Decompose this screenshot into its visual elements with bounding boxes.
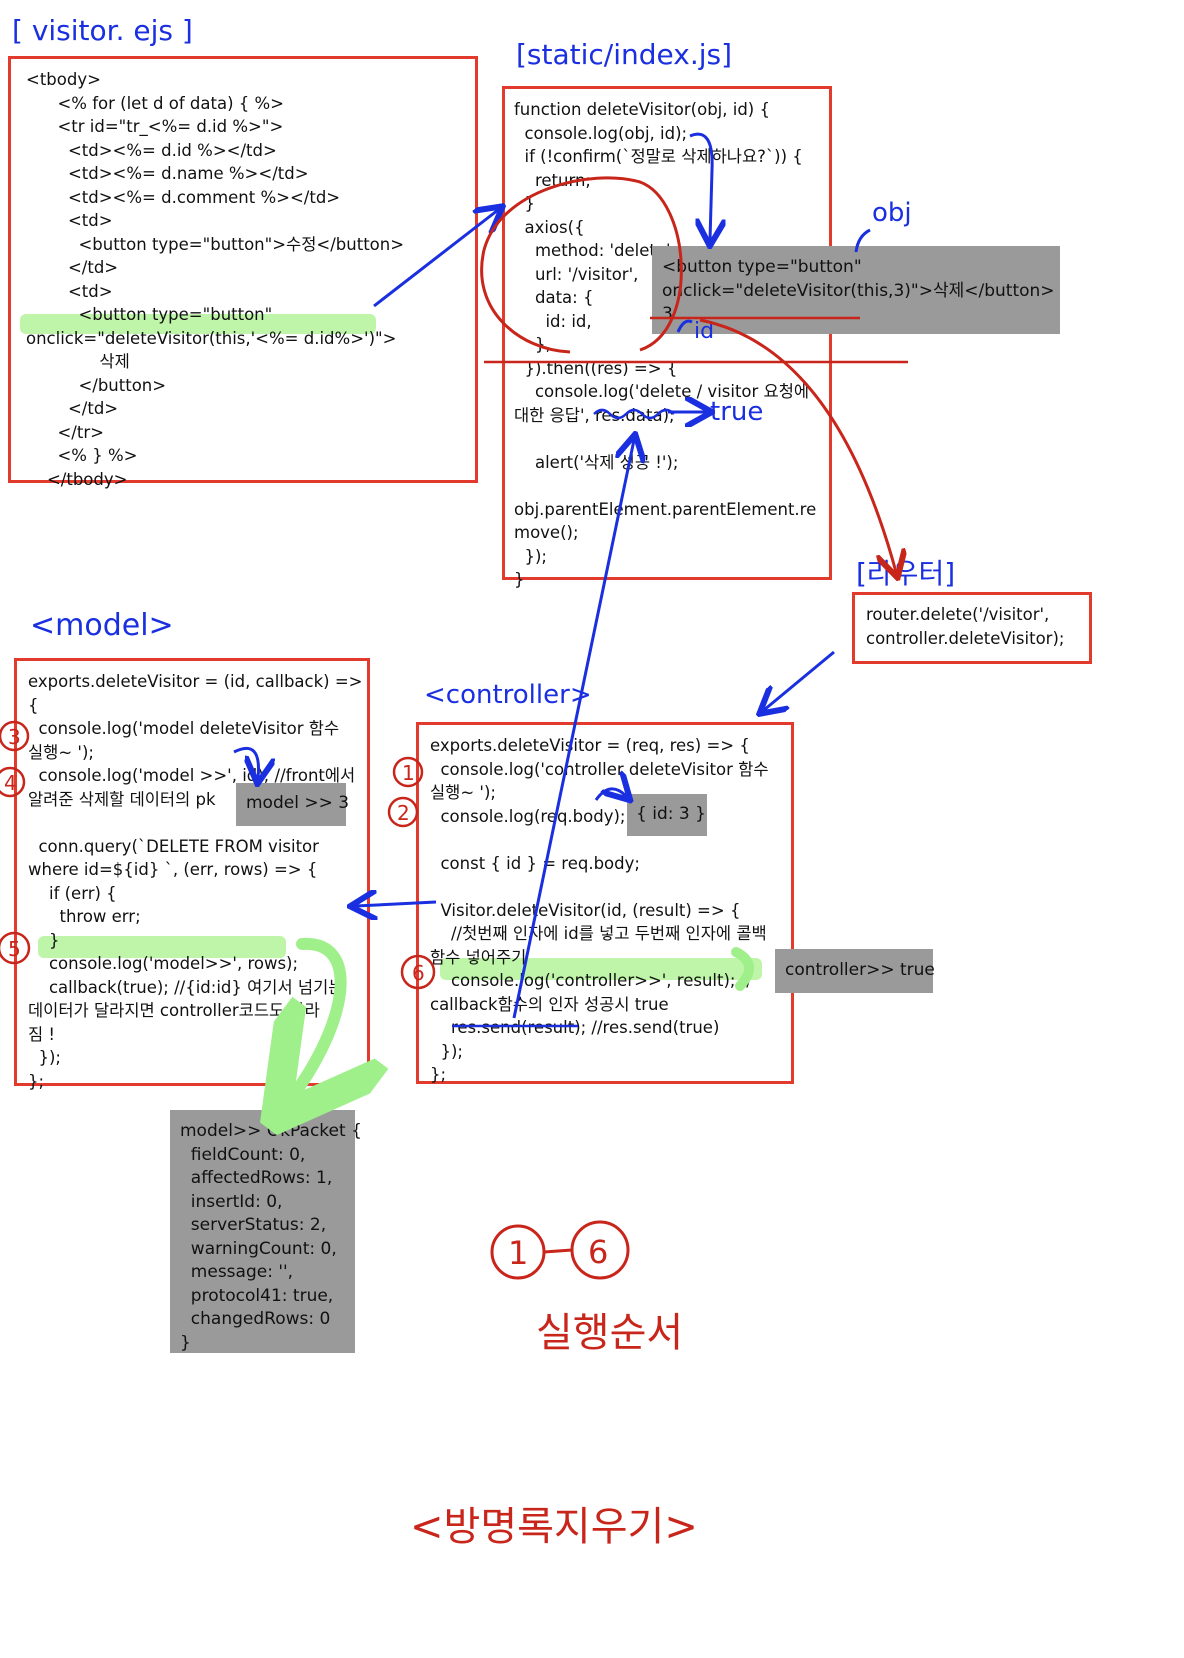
step-2-circle <box>387 796 419 828</box>
controller-result-popup: controller>> true <box>775 949 935 993</box>
controller-result-popup-text: controller>> true <box>785 960 935 980</box>
legend-caption: 실행순서 <box>536 1310 683 1356</box>
arrow-router-to-controller <box>764 650 835 710</box>
legend-dash <box>543 1248 573 1254</box>
model-log-highlight <box>38 936 286 958</box>
button-popup-text: <button type="button" onclick="deleteVis… <box>662 257 1055 324</box>
step-1-label: 1 <box>402 761 415 785</box>
legend-start-circle <box>490 1224 546 1280</box>
step-2-label: 2 <box>397 801 410 825</box>
okpacket-popup-text: model>> OkPacket { fieldCount: 0, affect… <box>180 1121 362 1353</box>
model-popup: model >> 3 <box>236 783 350 826</box>
button-popup: <button type="button" onclick="deleteVis… <box>652 246 1060 334</box>
legend-end-label: 6 <box>588 1233 608 1271</box>
model-box <box>14 658 370 1086</box>
router-code: router.delete('/visitor', controller.del… <box>866 605 1065 648</box>
onclick-highlight <box>20 314 376 334</box>
static-index-heading: [static/index.js] <box>516 38 733 71</box>
footer-title: <방명록지우기> <box>410 1504 698 1550</box>
router-heading: [라우터] <box>856 557 956 590</box>
okpacket-popup: model>> OkPacket { fieldCount: 0, affect… <box>170 1110 362 1353</box>
controller-code: exports.deleteVisitor = (req, res) => { … <box>430 736 769 1084</box>
visitor-ejs-heading: [ visitor. ejs ] <box>12 14 193 47</box>
legend-end-circle <box>570 1220 630 1280</box>
model-heading: <model> <box>30 608 174 643</box>
controller-body-popup-text: { id: 3 } <box>636 804 706 824</box>
static-index-code: function deleteVisitor(obj, id) { consol… <box>514 100 817 589</box>
obj-note: obj <box>872 198 912 228</box>
visitor-ejs-code: <tbody> <% for (let d of data) { %> <tr … <box>26 70 405 489</box>
controller-heading: <controller> <box>424 680 592 710</box>
controller-body-popup: { id: 3 } <box>627 794 707 836</box>
model-popup-text: model >> 3 <box>246 793 350 813</box>
legend-start-label: 1 <box>508 1234 528 1272</box>
model-code: exports.deleteVisitor = (id, callback) =… <box>28 672 363 1091</box>
router-box <box>852 592 1092 664</box>
